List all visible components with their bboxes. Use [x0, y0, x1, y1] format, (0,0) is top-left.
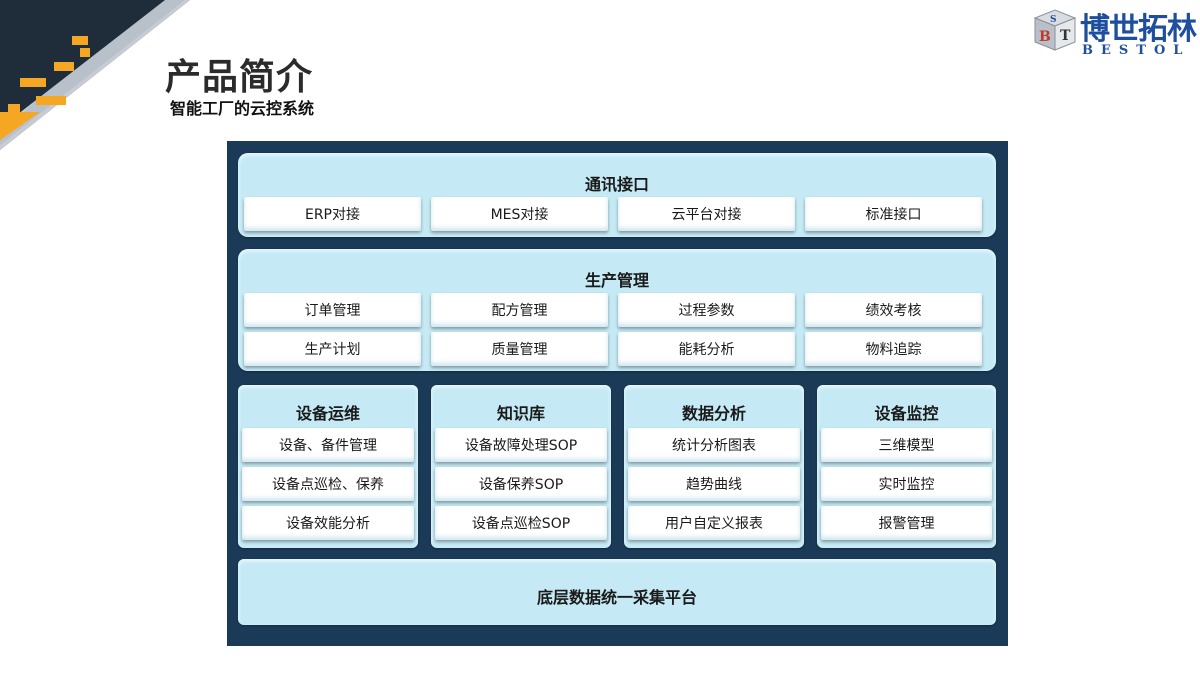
communication-item: 云平台对接	[618, 197, 795, 231]
module-item: 设备故障处理SOP	[435, 428, 607, 462]
module-item: 三维模型	[821, 428, 992, 462]
logo-cube-icon: B T S	[1033, 9, 1077, 51]
logo-letter-s: S	[1050, 15, 1057, 25]
production-item: 过程参数	[618, 293, 795, 327]
logo-name: 博世拓林	[1080, 12, 1197, 47]
module-title: 知识库	[496, 404, 545, 423]
module-item: 趋势曲线	[628, 467, 800, 501]
page-title: 产品简介	[165, 57, 314, 98]
communication-panel: 通讯接口 ERP对接 MES对接 云平台对接 标准接口	[238, 153, 996, 237]
production-item: 配方管理	[431, 293, 608, 327]
architecture-diagram: 通讯接口 ERP对接 MES对接 云平台对接 标准接口 生产管理 订单管理 配方…	[227, 141, 1008, 646]
company-logo: B T S 博世拓林 BESTOL	[1030, 2, 1200, 60]
module-title: 数据分析	[681, 404, 746, 423]
module-data-analysis: 数据分析 统计分析图表 趋势曲线 用户自定义报表	[624, 385, 804, 548]
module-maintenance: 设备运维 设备、备件管理 设备点巡检、保养 设备效能分析	[238, 385, 418, 548]
production-item: 生产计划	[244, 332, 421, 366]
communication-item: ERP对接	[244, 197, 421, 231]
logo-letter-t: T	[1060, 28, 1071, 44]
module-item: 设备效能分析	[242, 506, 414, 540]
module-item: 设备、备件管理	[242, 428, 414, 462]
module-knowledge-base: 知识库 设备故障处理SOP 设备保养SOP 设备点巡检SOP	[431, 385, 611, 548]
module-item: 实时监控	[821, 467, 992, 501]
base-platform-panel: 底层数据统一采集平台	[238, 559, 996, 625]
production-item: 绩效考核	[805, 293, 982, 327]
module-item: 设备点巡检、保养	[242, 467, 414, 501]
communication-item: MES对接	[431, 197, 608, 231]
production-panel: 生产管理 订单管理 配方管理 过程参数 绩效考核 生产计划 质量管理 能耗分析 …	[238, 249, 996, 371]
module-item: 报警管理	[821, 506, 992, 540]
module-item: 用户自定义报表	[628, 506, 800, 540]
base-platform-title: 底层数据统一采集平台	[536, 588, 697, 607]
communication-item: 标准接口	[805, 197, 982, 231]
module-item: 设备保养SOP	[435, 467, 607, 501]
logo-subname: BESTOL	[1082, 43, 1191, 58]
production-item: 物料追踪	[805, 332, 982, 366]
production-title: 生产管理	[584, 271, 649, 290]
logo-letter-b: B	[1039, 29, 1051, 45]
communication-title: 通讯接口	[584, 175, 649, 194]
production-item: 质量管理	[431, 332, 608, 366]
module-item: 统计分析图表	[628, 428, 800, 462]
page-subtitle: 智能工厂的云控系统	[170, 99, 315, 118]
module-title: 设备监控	[874, 404, 939, 423]
production-item: 订单管理	[244, 293, 421, 327]
corner-decoration	[0, 0, 190, 150]
module-equipment-monitoring: 设备监控 三维模型 实时监控 报警管理	[817, 385, 996, 548]
production-item: 能耗分析	[618, 332, 795, 366]
module-item: 设备点巡检SOP	[435, 506, 607, 540]
module-title: 设备运维	[295, 404, 360, 423]
